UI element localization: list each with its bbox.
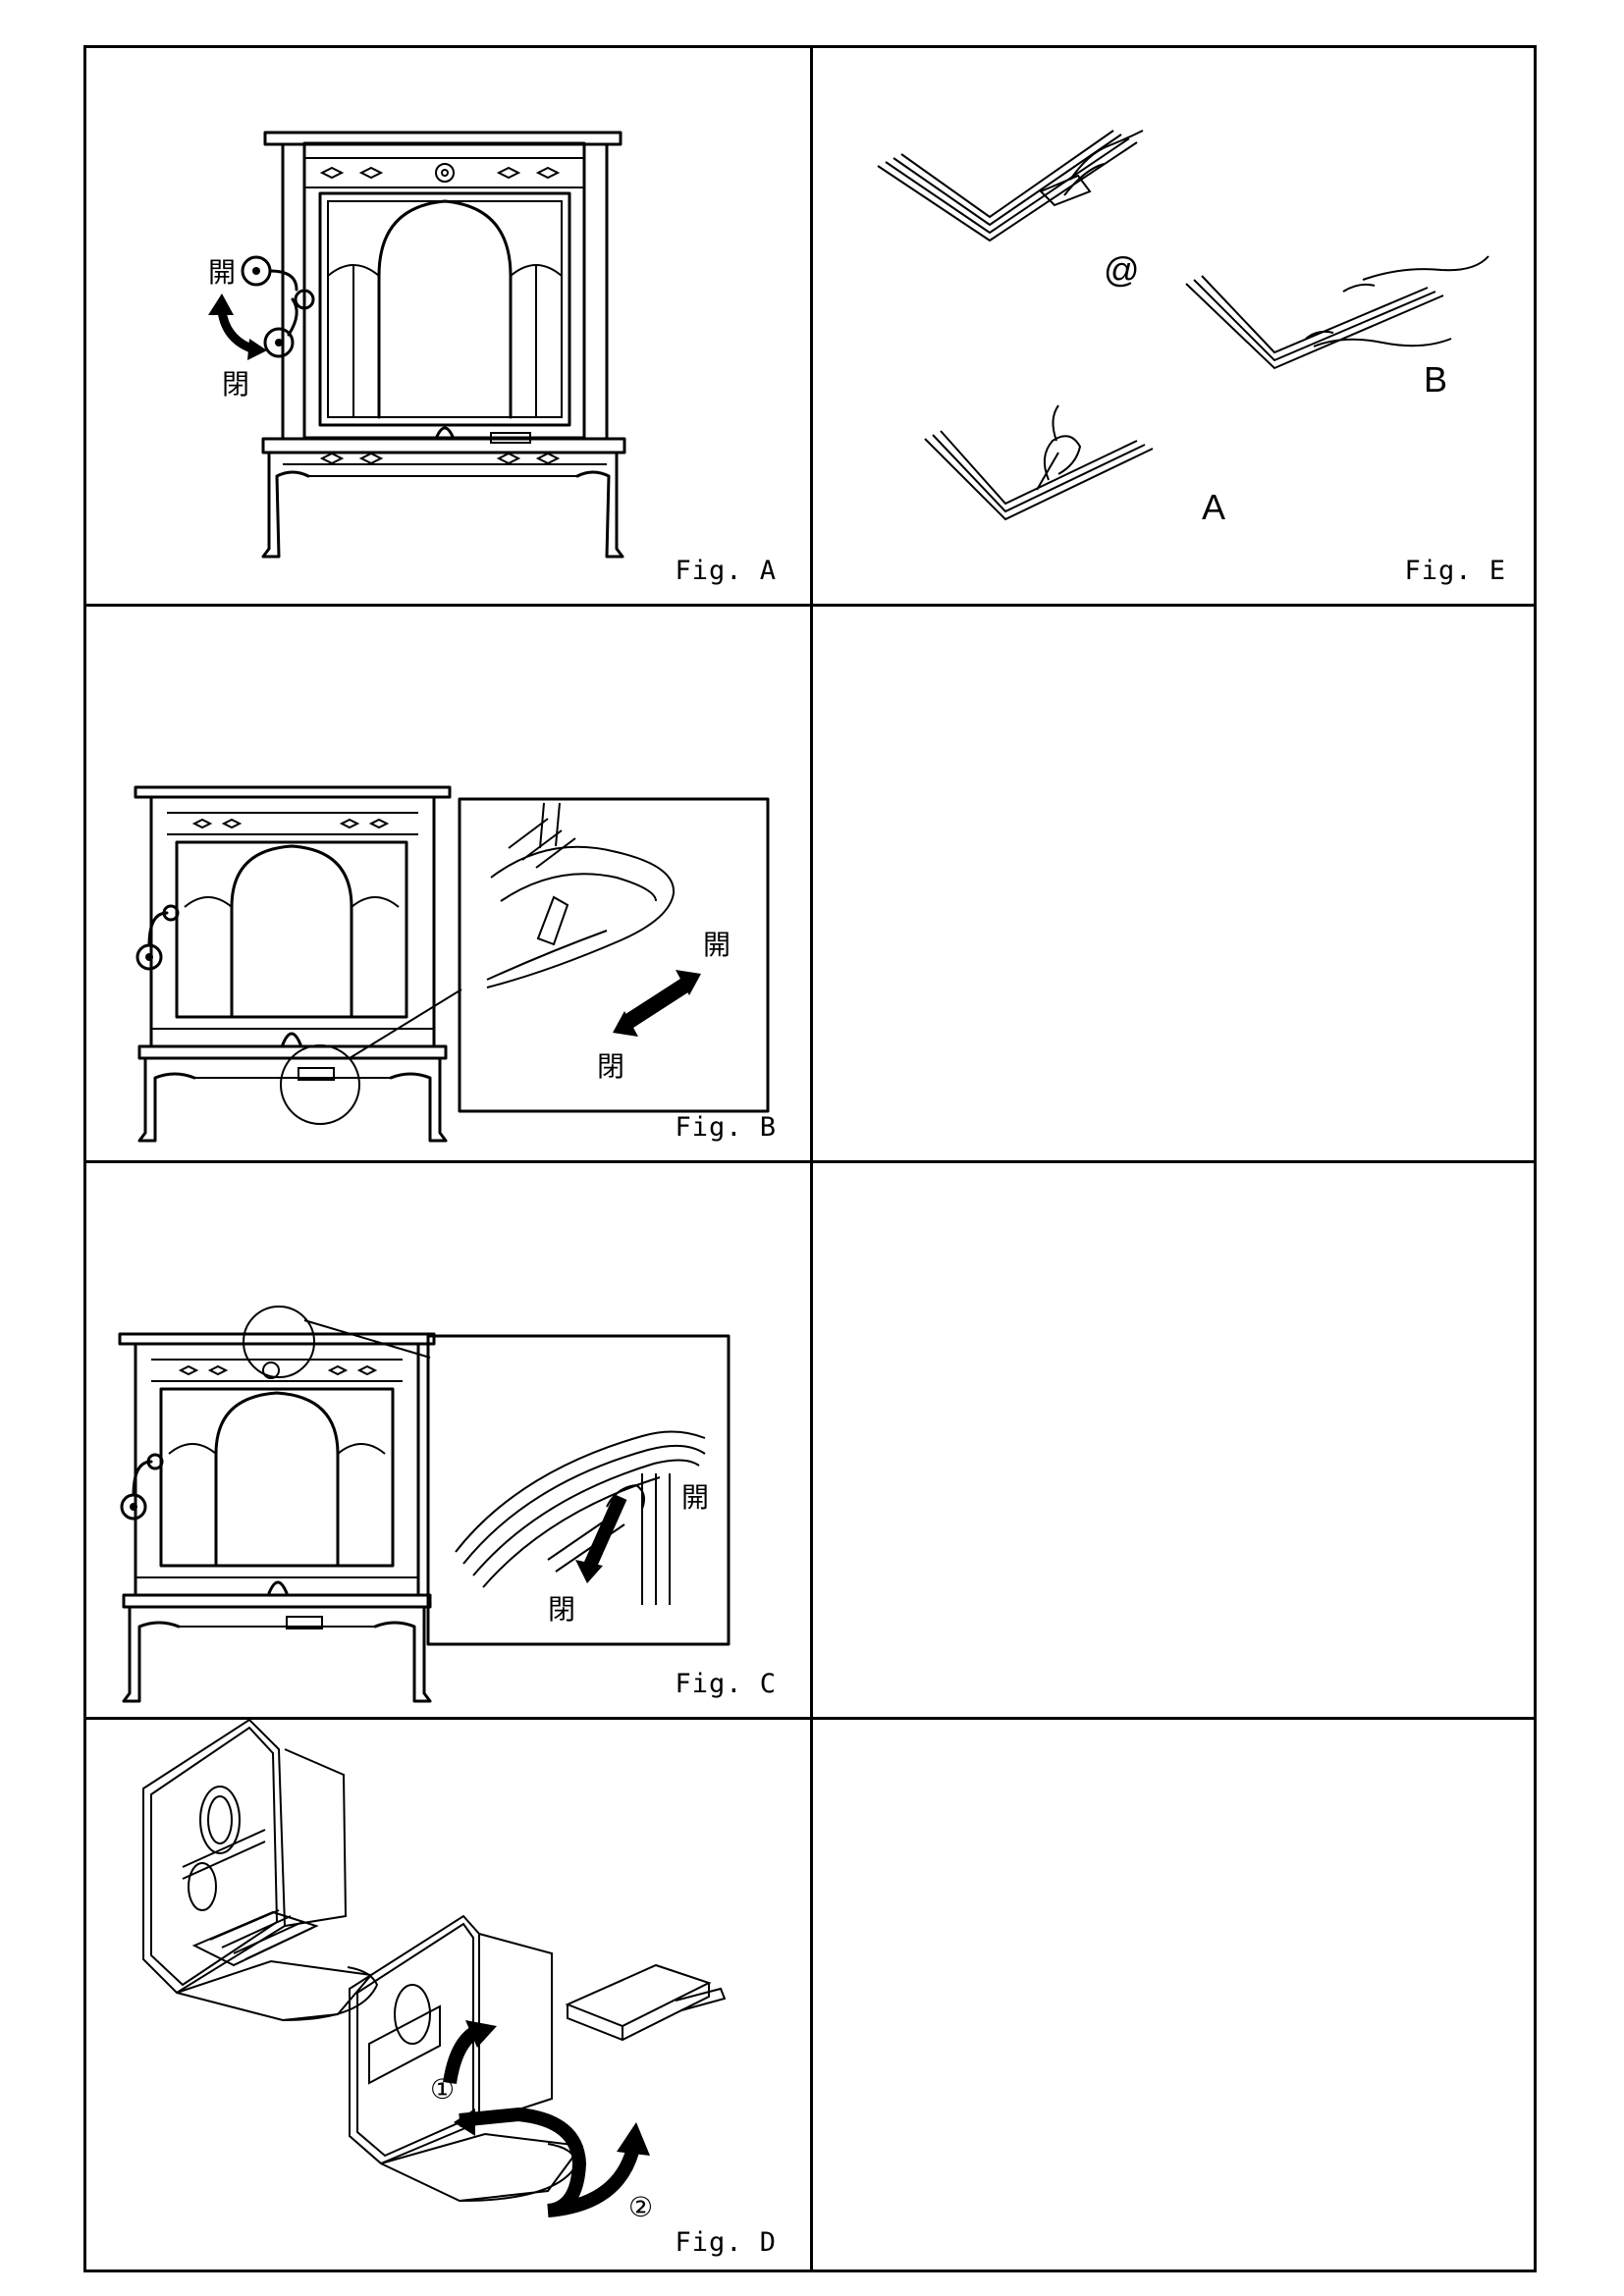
close-label: 閉 <box>222 368 249 400</box>
step-2-marker: ② <box>628 2191 653 2223</box>
label-at: @ <box>1104 249 1140 290</box>
grid-row-divider <box>86 1717 1534 1720</box>
empty-panel <box>813 1720 1540 2275</box>
figure-a-panel: 開 閉 Fig. A <box>86 48 810 604</box>
grid-row-divider <box>86 1160 1534 1163</box>
figure-b-panel: 開 閉 Fig. B <box>86 607 810 1160</box>
grid-column-divider <box>810 48 813 2269</box>
stove-top-damper-illustration: 開 閉 <box>118 1306 731 1703</box>
figure-c-panel: 開 閉 Fig. C <box>86 1163 810 1717</box>
figure-e-caption: Fig. E <box>1404 556 1506 586</box>
close-label: 閉 <box>548 1593 575 1626</box>
figure-a-caption: Fig. A <box>675 556 777 586</box>
ash-pan-removal-illustration: ① ② <box>142 1718 727 2223</box>
label-a: A <box>1202 487 1225 527</box>
open-label: 開 <box>681 1481 709 1514</box>
figure-e-panel: @ B A Fig. E <box>813 48 1540 604</box>
open-label: 開 <box>703 929 731 961</box>
stove-bottom-damper-illustration: 開 閉 <box>134 785 770 1143</box>
empty-panel <box>813 1163 1540 1717</box>
stove-front-illustration: 開 閉 <box>208 131 626 559</box>
close-label: 閉 <box>597 1050 624 1083</box>
figure-grid: 開 閉 Fig. A @ <box>83 45 1537 2272</box>
door-gasket-illustration: @ B A <box>877 130 1489 527</box>
label-b: B <box>1424 359 1447 400</box>
step-1-marker: ① <box>430 2073 455 2106</box>
figure-d-panel: ① ② Fig. D <box>86 1718 810 2275</box>
figure-d-caption: Fig. D <box>675 2227 777 2258</box>
empty-panel <box>813 607 1540 1160</box>
figure-c-caption: Fig. C <box>675 1669 777 1699</box>
figure-b-caption: Fig. B <box>675 1112 777 1143</box>
grid-row-divider <box>86 604 1534 607</box>
open-label: 開 <box>208 256 236 289</box>
